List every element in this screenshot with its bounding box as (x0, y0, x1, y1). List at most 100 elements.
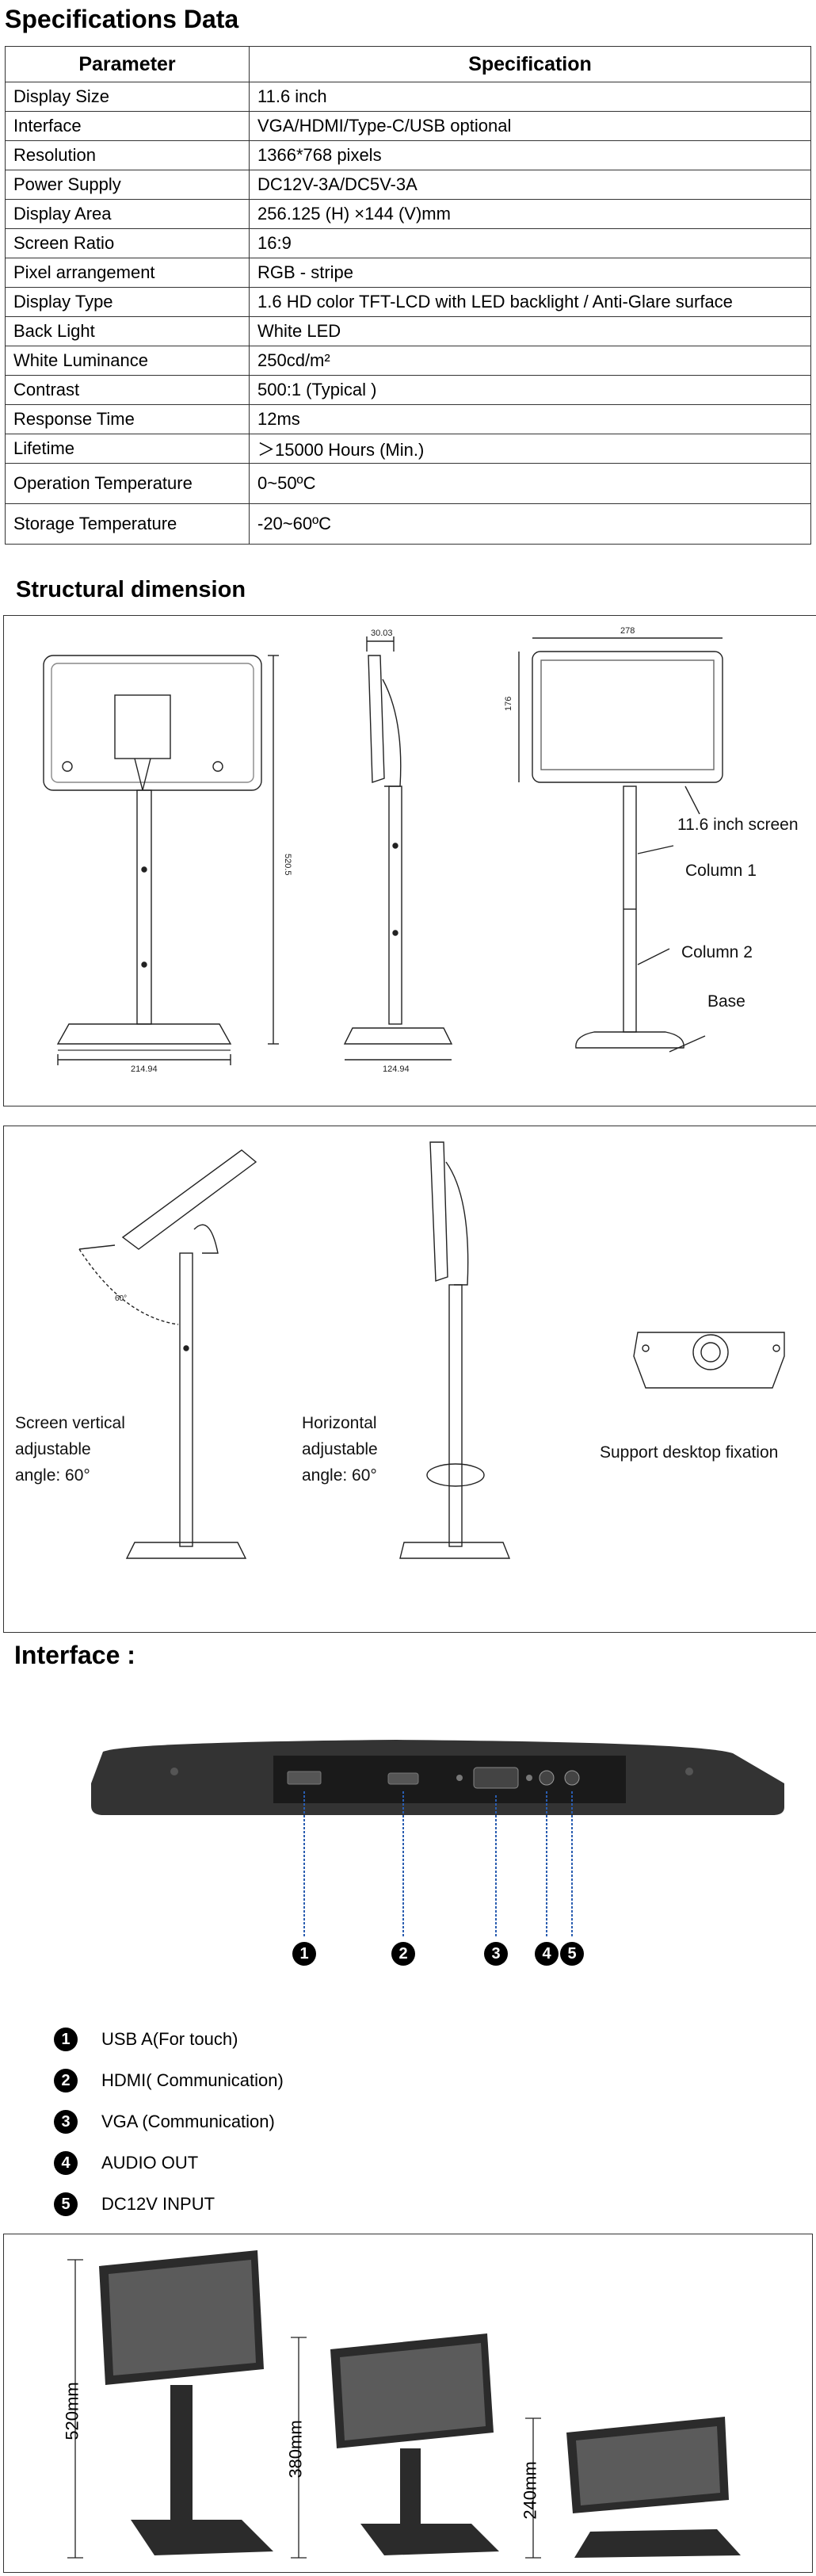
height-comparison-frame: 520mm 380mm 240mm (3, 2234, 813, 2573)
vertical-angle-label: Screen vertical adjustable angle: 60° (15, 1410, 125, 1489)
spec-parameter-cell: Display Size (5, 82, 250, 112)
interface-title: Interface : (14, 1641, 135, 1669)
spec-value-cell: 256.125 (H) ×144 (V)mm (249, 199, 811, 229)
spec-value-cell: 16:9 (249, 228, 811, 258)
port-marker-1: 1 (292, 1942, 316, 1966)
label-column1: Column 1 (685, 862, 757, 880)
spec-value-cell: RGB - stripe (249, 258, 811, 288)
legend-label-5: DC12V INPUT (101, 2194, 215, 2214)
port-marker-4: 4 (535, 1942, 559, 1966)
port-marker-5: 5 (560, 1942, 584, 1966)
spec-parameter-cell: Screen Ratio (5, 228, 250, 258)
label-screen: 11.6 inch screen (677, 816, 799, 834)
label-column2: Column 2 (681, 943, 753, 961)
spec-parameter-cell: Display Area (5, 199, 250, 229)
spec-value-cell: 12ms (249, 404, 811, 434)
spec-header-row: Parameter Specification (5, 46, 811, 82)
legend-label-2: HDMI( Communication) (101, 2070, 284, 2090)
spec-parameter-cell: Power Supply (5, 170, 250, 200)
spec-parameter-cell: Back Light (5, 316, 250, 346)
horizontal-angle-label: Horizontal adjustable angle: 60° (302, 1410, 378, 1489)
horizontal-angle-line1: Horizontal (302, 1414, 377, 1432)
spec-parameter-cell: White Luminance (5, 346, 250, 376)
port-marker-2: 2 (391, 1942, 415, 1966)
monitor-mid (330, 2333, 499, 2555)
spec-value-cell: VGA/HDMI/Type-C/USB optional (249, 111, 811, 141)
side-view-drawing (343, 636, 453, 1061)
legend-badge-5: 5 (54, 2192, 78, 2216)
spec-parameter-cell: Display Type (5, 287, 250, 317)
spec-header-parameter: Parameter (5, 46, 250, 82)
spec-title: Specifications Data (5, 5, 239, 33)
legend-badge-3: 3 (54, 2110, 78, 2134)
height-label-mid: 380mm (285, 2420, 306, 2479)
spec-value-cell: 1.6 HD color TFT-LCD with LED backlight … (249, 287, 811, 317)
spec-parameter-cell: Interface (5, 111, 250, 141)
tilt-view-drawing: 60° (78, 1149, 257, 1559)
spec-parameter-cell: Contrast (5, 375, 250, 405)
vertical-angle-line2: adjustable (15, 1440, 91, 1458)
legend-badge-1: 1 (54, 2028, 78, 2051)
spec-parameter-cell: Lifetime (5, 434, 250, 464)
legend-badge-4: 4 (54, 2151, 78, 2175)
desktop-fixation-drawing (633, 1332, 785, 1389)
spec-value-cell: -20~60ºC (249, 503, 811, 545)
spec-parameter-cell: Pixel arrangement (5, 258, 250, 288)
monitor-short (566, 2417, 741, 2558)
dim-back-width: 214.94 (131, 1064, 158, 1074)
spec-value-cell: 11.6 inch (249, 82, 811, 112)
back-view-drawing (43, 655, 279, 1065)
dim-side-base: 124.94 (383, 1064, 410, 1074)
port-legend-item-5: 5 DC12V INPUT (54, 2192, 215, 2216)
spec-value-cell: DC12V-3A/DC5V-3A (249, 170, 811, 200)
spec-value-cell: 250cd/m² (249, 346, 811, 376)
swivel-view-drawing (399, 1141, 511, 1559)
spec-row: Lifetime＞15000 Hours (Min.) (5, 434, 811, 464)
structural-drawing-frame: 214.94 520.5 30.03 124.94 278 176 11.6 i… (3, 615, 816, 1106)
adjustment-drawing: 60° (78, 1141, 785, 1559)
dim-front-width: 278 (620, 626, 635, 636)
port-legend-item-4: 4 AUDIO OUT (54, 2151, 198, 2175)
legend-label-4: AUDIO OUT (101, 2153, 199, 2173)
spec-value-cell: 0~50ºC (249, 463, 811, 504)
port-legend-item-3: 3 VGA (Communication) (54, 2110, 275, 2134)
spec-row: Storage Temperature-20~60ºC (5, 503, 811, 545)
height-label-short: 240mm (520, 2461, 540, 2520)
spec-parameter-cell: Operation Temperature (5, 463, 250, 504)
dim-front-height: 176 (504, 697, 513, 711)
height-comparison-drawing (67, 2250, 741, 2559)
structural-drawing: 214.94 520.5 30.03 124.94 278 176 (43, 626, 723, 1074)
port-legend-item-2: 2 HDMI( Communication) (54, 2069, 284, 2093)
port-marker-3: 3 (484, 1942, 508, 1966)
legend-badge-2: 2 (54, 2069, 78, 2093)
spec-value-cell: 500:1 (Typical ) (249, 375, 811, 405)
legend-label-3: VGA (Communication) (101, 2112, 275, 2131)
spec-value-cell: White LED (249, 316, 811, 346)
desktop-fixation-label: Support desktop fixation (600, 1443, 779, 1462)
svg-text:60°: 60° (115, 1294, 127, 1303)
monitor-tall (99, 2250, 273, 2555)
horizontal-angle-line3: angle: 60° (302, 1466, 377, 1485)
dim-back-height: 520.5 (283, 854, 292, 876)
dim-side-top: 30.03 (371, 629, 393, 638)
front-view-drawing (518, 637, 723, 1053)
spec-value-cell: ＞15000 Hours (Min.) (249, 434, 811, 464)
port-legend-item-1: 1 USB A(For touch) (54, 2028, 238, 2051)
spec-parameter-cell: Resolution (5, 140, 250, 170)
adjustment-drawing-frame: 60° Screen vertical adjustable angle: 60… (3, 1126, 816, 1633)
vertical-angle-line1: Screen vertical (15, 1414, 125, 1432)
legend-label-1: USB A(For touch) (101, 2029, 238, 2049)
horizontal-angle-line2: adjustable (302, 1440, 378, 1458)
spec-value-cell: 1366*768 pixels (249, 140, 811, 170)
